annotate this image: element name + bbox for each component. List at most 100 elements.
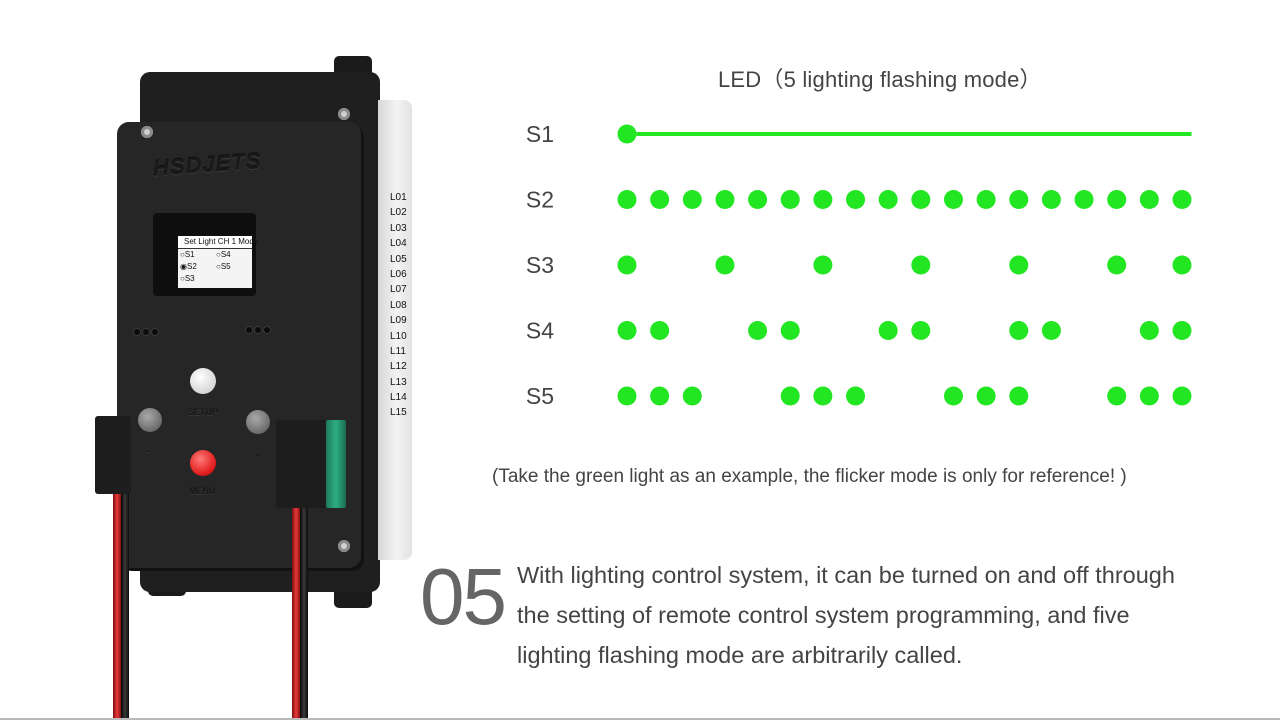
screw-icon bbox=[338, 540, 350, 552]
flash-dot bbox=[1074, 190, 1094, 209]
wire-red bbox=[113, 490, 121, 720]
flash-dot bbox=[1172, 190, 1192, 209]
flash-dot bbox=[650, 190, 670, 209]
mode-label: S5 bbox=[526, 383, 554, 409]
reference-note: (Take the green light as an example, the… bbox=[492, 466, 1127, 487]
led-panel-title: LED（5 lighting flashing mode） bbox=[718, 67, 1042, 92]
flash-dot bbox=[1139, 386, 1159, 406]
led-port-label: L01 bbox=[390, 192, 407, 203]
screw-icon bbox=[338, 108, 350, 120]
feature-number: 05 bbox=[420, 552, 507, 641]
led-port-label: L13 bbox=[390, 376, 407, 388]
led-port-label: L10 bbox=[390, 330, 407, 342]
radio-icon: ○ bbox=[180, 274, 185, 283]
flash-dot bbox=[878, 321, 898, 340]
flash-dot bbox=[682, 386, 702, 406]
flash-dot bbox=[650, 321, 670, 340]
flash-dot bbox=[780, 190, 800, 209]
flash-dot bbox=[715, 255, 735, 275]
screw-icon bbox=[141, 126, 153, 138]
flash-dot bbox=[911, 321, 931, 340]
plus-label: + bbox=[255, 451, 261, 461]
flash-dot bbox=[813, 255, 833, 275]
flash-dot bbox=[1041, 321, 1061, 340]
flash-dot bbox=[617, 386, 637, 406]
led-port-label: L07 bbox=[390, 284, 407, 296]
led-port-label: L02 bbox=[390, 207, 407, 219]
mode-label: S2 bbox=[526, 187, 554, 213]
flash-dot bbox=[617, 255, 637, 275]
flash-dot bbox=[715, 190, 735, 209]
menu-label: MENU bbox=[189, 486, 216, 496]
wire-black bbox=[121, 490, 129, 720]
speaker-dots-left bbox=[134, 329, 162, 337]
led-port-label: L08 bbox=[390, 299, 407, 311]
flash-dot bbox=[1009, 321, 1029, 340]
flash-dot bbox=[1172, 321, 1192, 340]
flash-dot bbox=[1139, 321, 1159, 340]
flash-dot bbox=[976, 386, 996, 406]
speaker-dots-right bbox=[246, 327, 274, 335]
led-port-label: L09 bbox=[390, 315, 407, 327]
flash-dot bbox=[1172, 255, 1192, 275]
led-port-label: L04 bbox=[390, 238, 407, 250]
led-port-label: L14 bbox=[390, 392, 407, 404]
flash-dot bbox=[617, 321, 637, 340]
oled-title: Set Light CH 1 Mode bbox=[178, 236, 258, 249]
flash-dot bbox=[1107, 255, 1127, 275]
mode-label: S4 bbox=[526, 318, 554, 344]
oled-option-s4[interactable]: ○S4 bbox=[216, 250, 231, 259]
flash-dot bbox=[1139, 190, 1159, 209]
feature-line: lighting flashing mode are arbitrarily c… bbox=[517, 642, 963, 668]
flash-dot bbox=[1009, 386, 1029, 406]
mode-label: S3 bbox=[526, 252, 554, 278]
connector-right bbox=[276, 420, 330, 508]
flash-dot bbox=[813, 386, 833, 406]
led-port-label: L11 bbox=[390, 345, 406, 357]
bottom-divider bbox=[0, 718, 1280, 720]
mode-label: S1 bbox=[526, 121, 554, 147]
radio-icon: ○ bbox=[216, 262, 221, 271]
led-port-label: L03 bbox=[390, 222, 407, 234]
flash-dot bbox=[617, 190, 637, 209]
feature-description: With lighting control system, it can be … bbox=[517, 555, 1217, 675]
oled-screen: Set Light CH 1 Mode ○S1 ◉S2 ○S3 ○S4 ○S5 bbox=[178, 236, 258, 288]
flash-dot bbox=[943, 190, 963, 209]
flash-dot bbox=[943, 386, 963, 406]
flash-dot bbox=[1041, 190, 1061, 209]
flash-dot bbox=[650, 386, 670, 406]
flash-dot bbox=[748, 190, 768, 209]
steady-light-dot bbox=[617, 124, 637, 144]
menu-button[interactable] bbox=[190, 450, 216, 476]
oled-option-s1[interactable]: ○S1 bbox=[180, 250, 195, 259]
flash-dot bbox=[1009, 255, 1029, 275]
flash-dot bbox=[780, 321, 800, 340]
wire-black bbox=[300, 500, 308, 720]
minus-button[interactable] bbox=[138, 408, 162, 432]
led-port-label: L05 bbox=[390, 253, 407, 265]
led-port-label: L15 bbox=[390, 407, 407, 419]
oled-option-s2[interactable]: ◉S2 bbox=[180, 262, 197, 271]
flash-dot bbox=[813, 190, 833, 209]
flash-dot bbox=[911, 255, 931, 275]
minus-label: - bbox=[147, 446, 150, 456]
plus-button[interactable] bbox=[246, 410, 270, 434]
radio-icon: ○ bbox=[216, 250, 221, 259]
setup-label: SETUP bbox=[188, 407, 219, 417]
flash-dot bbox=[1107, 190, 1127, 209]
feature-line: the setting of remote control system pro… bbox=[517, 602, 1130, 628]
led-port-label: L12 bbox=[390, 361, 407, 373]
setup-button[interactable] bbox=[190, 368, 216, 394]
flash-dot bbox=[780, 386, 800, 406]
side-panel bbox=[378, 100, 412, 560]
feature-line: With lighting control system, it can be … bbox=[517, 562, 1175, 588]
flash-dot bbox=[846, 190, 866, 209]
flash-dot bbox=[1107, 386, 1127, 406]
oled-option-s3[interactable]: ○S3 bbox=[180, 274, 195, 283]
led-port-label: L06 bbox=[390, 268, 407, 280]
flash-dot bbox=[1172, 386, 1192, 406]
oled-option-s5[interactable]: ○S5 bbox=[216, 262, 231, 271]
